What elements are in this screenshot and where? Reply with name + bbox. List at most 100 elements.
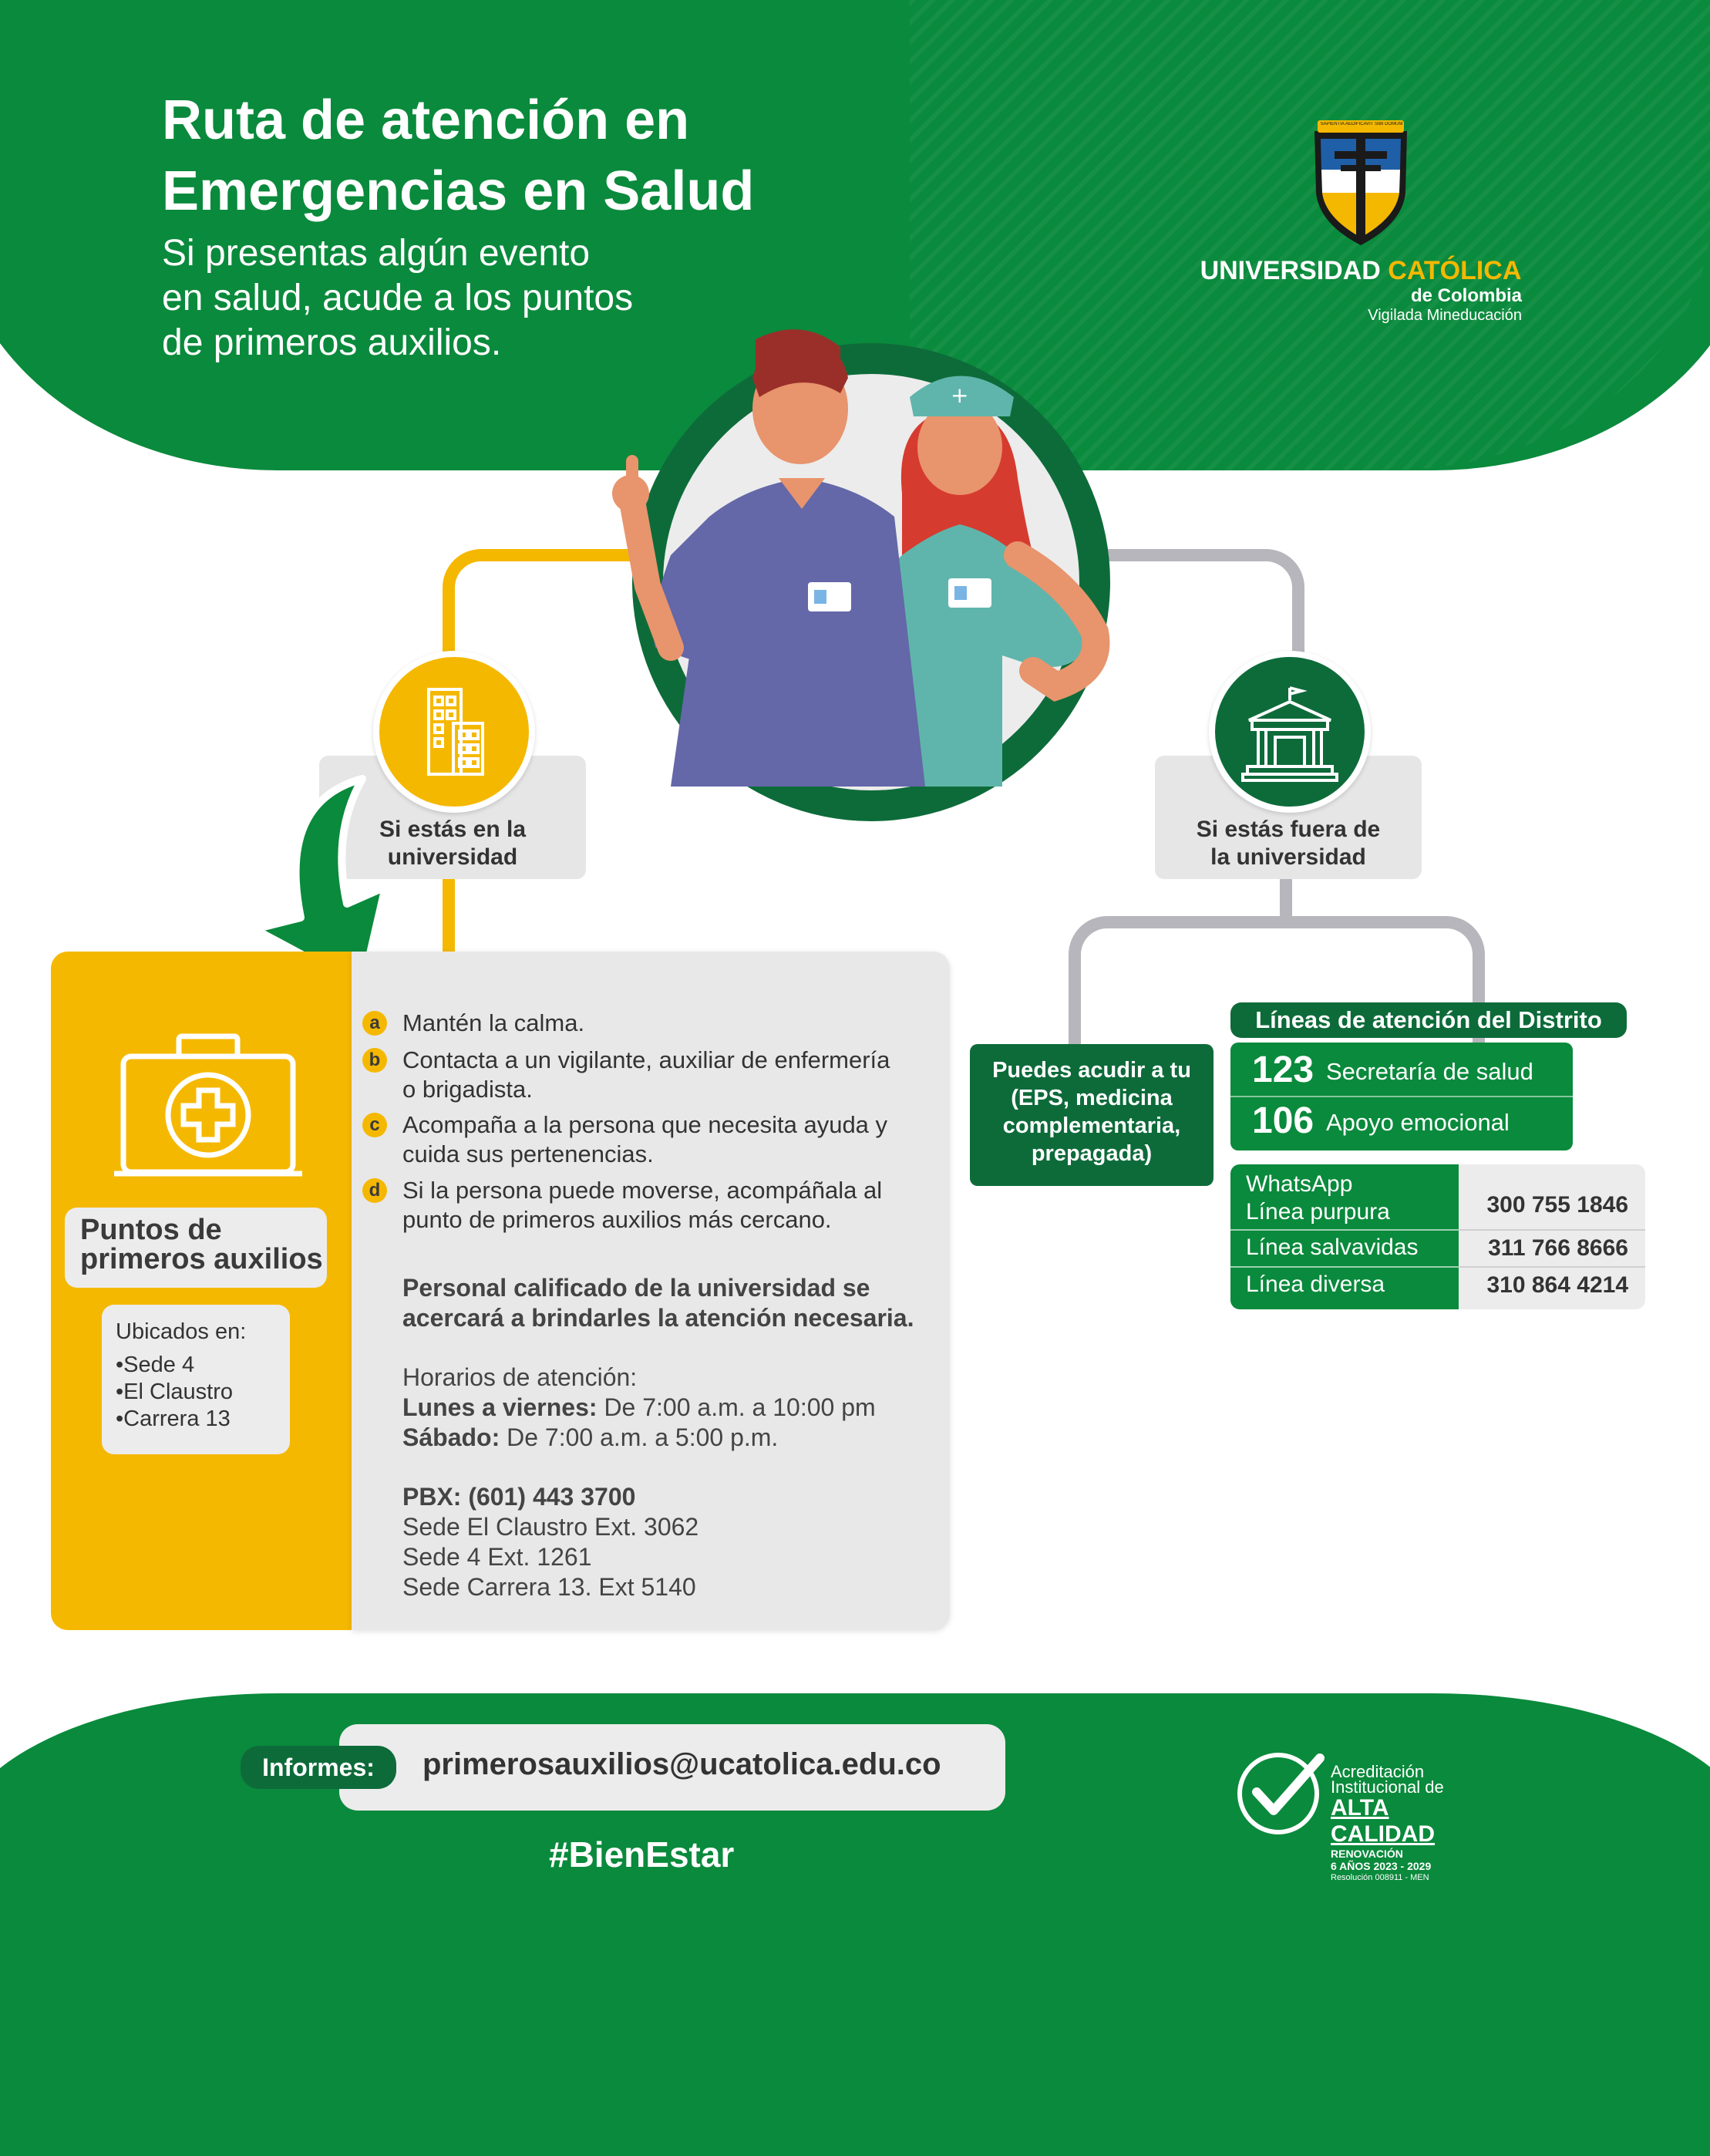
institution-bubble bbox=[1209, 651, 1371, 813]
phone-lines-label-column bbox=[1230, 1164, 1459, 1309]
saturday-hours: Sábado: De 7:00 a.m. a 5:00 p.m. bbox=[402, 1423, 876, 1453]
down-arrow-icon bbox=[251, 775, 389, 991]
row-divider bbox=[1230, 1266, 1459, 1268]
step-text: punto de primeros auxilios más cercano. bbox=[402, 1206, 832, 1233]
row-divider bbox=[1459, 1229, 1645, 1231]
logo-subtitle: de Colombia bbox=[1410, 285, 1522, 306]
short-line-number: 106 bbox=[1252, 1100, 1314, 1141]
subtitle-line2: en salud, acude a los puntos bbox=[162, 278, 634, 318]
outside-label-line2: la universidad bbox=[1210, 844, 1366, 870]
first-aid-points-title: Puntos de primeros auxilios bbox=[65, 1208, 327, 1288]
logo-name: UNIVERSIDAD CATÓLICA bbox=[1187, 256, 1534, 286]
short-line-number: 123 bbox=[1252, 1049, 1314, 1090]
subtitle-line3: de primeros auxilios. bbox=[162, 322, 502, 363]
pbx-number: (601) 443 3700 bbox=[461, 1483, 636, 1511]
svg-text:+: + bbox=[951, 382, 968, 408]
phone-line-number: 310 864 4214 bbox=[1486, 1272, 1628, 1298]
phone-line-number: 311 766 8666 bbox=[1488, 1235, 1628, 1261]
logo-name-part1: UNIVERSIDAD bbox=[1200, 256, 1389, 285]
step-letter-badge: a bbox=[362, 1011, 387, 1036]
phone-line-label: Línea salvavidas bbox=[1246, 1235, 1419, 1260]
qualified-line2: acercará a brindarles la atención necesa… bbox=[402, 1304, 914, 1332]
step-item: b Contacta a un vigilante, auxiliar de e… bbox=[362, 1046, 917, 1104]
short-line-row: 106 Apoyo emocional bbox=[1230, 1093, 1573, 1147]
saturday-hours-value: De 7:00 a.m. a 5:00 p.m. bbox=[500, 1423, 779, 1451]
logo-name-part2: CATÓLICA bbox=[1388, 256, 1522, 285]
header-stripes bbox=[910, 0, 1710, 470]
step-letter-badge: d bbox=[362, 1178, 387, 1203]
health-workers-illustration: + bbox=[612, 329, 1110, 787]
row-divider bbox=[1230, 1229, 1459, 1231]
step-text: cuida sus pertenencias. bbox=[402, 1140, 654, 1167]
hours-section: Horarios de atención: Lunes a viernes: D… bbox=[402, 1363, 876, 1453]
instructions-panel bbox=[352, 952, 950, 1630]
step-text: Acompaña a la persona que necesita ayuda… bbox=[402, 1111, 888, 1138]
eps-line: (EPS, medicina bbox=[1011, 1086, 1173, 1110]
located-label: Ubicados en: bbox=[116, 1319, 247, 1344]
weekday-hours: Lunes a viernes: De 7:00 a.m. a 10:00 pm bbox=[402, 1393, 876, 1423]
phone-line-label: Línea diversa bbox=[1246, 1272, 1385, 1297]
hashtag: #BienEstar bbox=[549, 1834, 735, 1875]
pbx-label: PBX: bbox=[402, 1483, 462, 1511]
step-item: d Si la persona puede moverse, acompáñal… bbox=[362, 1176, 917, 1235]
qualified-line1: Personal calificado de la universidad se bbox=[402, 1274, 870, 1302]
page-title: Ruta de atención en Emergencias en Salud bbox=[162, 85, 856, 227]
row-divider bbox=[1230, 1096, 1573, 1097]
accred-line: RENOVACIÓN bbox=[1331, 1848, 1403, 1860]
first-aid-panel bbox=[51, 952, 359, 1630]
phone-line-label-line: WhatsApp bbox=[1246, 1171, 1353, 1197]
outside-university-label: Si estás fuera de la universidad bbox=[1155, 756, 1422, 879]
building-bubble bbox=[373, 651, 535, 813]
step-text: o brigadista. bbox=[402, 1076, 533, 1103]
informes-label: Informes: bbox=[241, 1746, 396, 1789]
step-letter-badge: b bbox=[362, 1048, 387, 1073]
first-aid-title-line1: Puntos de bbox=[80, 1214, 222, 1246]
grey-connector-stem bbox=[1280, 871, 1292, 925]
phone-line-label-line: Línea purpura bbox=[1246, 1199, 1390, 1225]
step-text: Mantén la calma. bbox=[402, 1009, 585, 1036]
page-title-line1: Ruta de atención en bbox=[162, 89, 690, 151]
grey-connector-branch bbox=[1069, 916, 1485, 1083]
weekday-hours-value: De 7:00 a.m. a 10:00 pm bbox=[597, 1393, 876, 1421]
phone-line-number: 300 755 1846 bbox=[1486, 1192, 1628, 1218]
short-line-label: Apoyo emocional bbox=[1326, 1109, 1510, 1136]
first-aid-locations: Ubicados en: •Sede 4 •El Claustro •Carre… bbox=[102, 1305, 290, 1454]
page-title-line2: Emergencias en Salud bbox=[162, 160, 755, 222]
first-aid-kit-icon bbox=[114, 1033, 302, 1177]
location-item-text: Sede 4 bbox=[123, 1353, 195, 1377]
contact-section: PBX: (601) 443 3700 Sede El Claustro Ext… bbox=[402, 1482, 698, 1602]
logo-vigilada: Vigilada Mineducación bbox=[1368, 307, 1522, 324]
hours-label: Horarios de atención: bbox=[402, 1363, 638, 1391]
location-item: •Sede 4 bbox=[116, 1353, 195, 1377]
location-item-text: Carrera 13 bbox=[123, 1406, 231, 1431]
eps-line: complementaria, bbox=[1002, 1113, 1181, 1138]
step-letter-badge: c bbox=[362, 1113, 387, 1137]
university-shield-icon bbox=[1314, 120, 1407, 245]
saturday-label: Sábado: bbox=[402, 1423, 500, 1451]
accred-line: Acreditación bbox=[1331, 1762, 1425, 1781]
short-lines-box: 123 Secretaría de salud 106 Apoyo emocio… bbox=[1230, 1043, 1573, 1150]
contact-email-link[interactable]: primerosauxilios@ucatolica.edu.co bbox=[422, 1747, 941, 1781]
location-item: •Carrera 13 bbox=[116, 1406, 231, 1431]
page-subtitle: Si presentas algún evento en salud, acud… bbox=[162, 231, 748, 366]
extension-claustro: Sede El Claustro Ext. 3062 bbox=[402, 1513, 699, 1541]
first-aid-title-line2: primeros auxilios bbox=[80, 1243, 323, 1275]
location-item-text: El Claustro bbox=[123, 1380, 233, 1404]
eps-line: prepagada) bbox=[1031, 1141, 1153, 1166]
eps-info-box: Puedes acudir a tu (EPS, medicina comple… bbox=[970, 1044, 1213, 1186]
logo-motto: SAPIENTIA AEDIFICAVIT SIBI DOMUM bbox=[1320, 122, 1403, 126]
email-pill bbox=[339, 1724, 1005, 1811]
inside-label-line1: Si estás en la bbox=[379, 817, 527, 842]
university-logo: SAPIENTIA AEDIFICAVIT SIBI DOMUM UNIVERS… bbox=[1187, 108, 1534, 339]
inside-label-line2: universidad bbox=[387, 844, 518, 870]
accred-line-emphasis: ALTA CALIDAD bbox=[1331, 1795, 1435, 1847]
building-icon bbox=[427, 688, 484, 776]
accred-line: 6 AÑOS 2023 - 2029 bbox=[1331, 1860, 1432, 1872]
institution-building-icon bbox=[1241, 686, 1338, 782]
outside-label-line1: Si estás fuera de bbox=[1196, 817, 1381, 842]
step-item: c Acompaña a la persona que necesita ayu… bbox=[362, 1110, 917, 1169]
accreditation-badge: Acreditación Institucional de ALTA CALID… bbox=[1234, 1744, 1465, 1882]
step-text: Si la persona puede moverse, acompáñala … bbox=[402, 1177, 883, 1204]
location-item: •El Claustro bbox=[116, 1380, 233, 1404]
weekday-label: Lunes a viernes: bbox=[402, 1393, 597, 1421]
